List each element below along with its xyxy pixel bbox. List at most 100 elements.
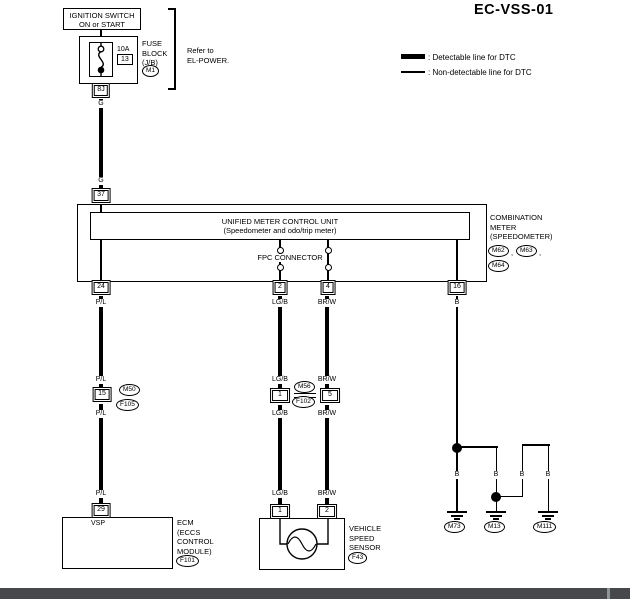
legend-nondetectable-text: : Non-detectable line for DTC <box>428 68 532 77</box>
unit-drop-24 <box>100 240 102 282</box>
ecm-terminal-vsp: VSP <box>91 520 106 527</box>
fpc-circle-1 <box>276 246 284 254</box>
wire-brw-label-3: BR/W <box>316 410 338 418</box>
fuse-icon <box>97 42 105 77</box>
meter-pin-24: 24 <box>91 280 111 295</box>
fuse-block-connector-oval: M1 <box>142 65 160 77</box>
wire-brw-lower <box>325 405 329 506</box>
wire-lgb-label-1: LG/B <box>270 299 290 307</box>
wire-37-to-unit <box>100 204 102 212</box>
junction-link-dash-1 <box>294 393 316 395</box>
junction-m50-oval: M50 <box>119 384 140 396</box>
wire-pl-lower <box>99 404 103 504</box>
wire-lgb-label-2: LG/B <box>270 376 290 384</box>
fuse-block-name-1: FUSE <box>142 39 163 48</box>
ecm-box <box>62 517 173 569</box>
fuse-number-box: 13 <box>117 54 133 65</box>
wire-pl-upper <box>99 296 103 389</box>
combination-meter-name-3: (SPEEDOMETER) <box>490 232 553 241</box>
wire-lgb-lower <box>278 405 282 506</box>
junction-m56-oval: M56 <box>294 381 315 393</box>
meter-connector-oval-3: M64 <box>488 260 509 272</box>
fuse-block-terminal-8j: 8J <box>91 83 111 98</box>
junction-pin-5: 5 <box>320 388 340 403</box>
fpc-connector-label: FPC CONNECTOR <box>256 253 324 262</box>
legend-nondetectable-line-sample <box>401 71 425 73</box>
junction-pin-15: 15 <box>92 387 112 402</box>
page-title: EC-VSS-01 <box>474 2 554 18</box>
ecm-name-4: MODULE) <box>177 546 212 556</box>
bottom-bar-separator <box>607 588 610 599</box>
meter-connector-sep-1: , <box>511 248 514 257</box>
refer-text-1: Refer to <box>187 46 214 55</box>
ground-connector-m73: M73 <box>444 521 465 533</box>
ecm-name-3: CONTROL <box>177 537 214 546</box>
ecm-connector-oval: F101 <box>176 555 199 567</box>
sensor-pin-1: 1 <box>270 504 290 519</box>
speed-sensor-name-2: SPEED <box>349 533 375 543</box>
speed-sensor-name-3: SENSOR <box>349 543 381 552</box>
meter-connector-sep-2: , <box>539 248 542 257</box>
combination-meter-name-2: METER <box>490 222 517 232</box>
fuse-rating: 10A <box>117 46 130 53</box>
ground-connector-m13: M13 <box>484 521 505 533</box>
ignition-switch-label-2: ON or START <box>79 19 125 29</box>
junction-f105-oval: F105 <box>116 399 139 411</box>
meter-pin-16: 16 <box>447 280 467 295</box>
splice-dot-2 <box>491 492 501 502</box>
fpc-circle-2 <box>324 246 332 254</box>
wire-b-main <box>456 296 458 511</box>
wire-lgb-label-4: LG/B <box>270 490 290 498</box>
fpc-circle-3 <box>276 263 284 271</box>
bottom-bar <box>0 588 630 599</box>
unified-meter-control-unit-box: UNIFIED METER CONTROL UNIT (Speedometer … <box>90 212 470 240</box>
ground-connector-m111: M111 <box>533 521 557 533</box>
wire-brw-label-1: BR/W <box>316 299 338 307</box>
unit-label-2: (Speedometer and odo/trip meter) <box>223 226 337 235</box>
unit-drop-4 <box>327 240 329 282</box>
speed-sensor-name-1: VEHICLE <box>349 524 382 533</box>
wire-g-label-1: G <box>96 100 106 108</box>
wire-b-label-1: B <box>453 299 461 307</box>
legend-detectable-text: : Detectable line for DTC <box>428 53 516 62</box>
splice-dot-1 <box>452 443 462 453</box>
meter-connector-oval-1: M62 <box>488 245 509 257</box>
junction-pin-1: 1 <box>270 388 290 403</box>
ignition-switch-box: IGNITION SWITCH ON or START <box>63 8 141 30</box>
unit-drop-16 <box>456 240 458 282</box>
wire-b-label-3: B <box>492 471 500 479</box>
fpc-circle-4 <box>324 263 332 271</box>
junction-f102-oval: F102 <box>292 396 315 408</box>
wire-pl-label-1: P/L <box>94 299 108 307</box>
meter-pin-4: 4 <box>320 280 336 295</box>
ecm-name-2: (ECCS <box>177 527 201 537</box>
refer-text-2: EL-POWER. <box>187 55 230 65</box>
meter-connector-oval-2: M63 <box>516 245 537 257</box>
wire-brw-label-2: BR/W <box>316 376 338 384</box>
wire-lgb-upper <box>278 296 282 390</box>
meter-pin-2: 2 <box>272 280 288 295</box>
wire-ignition-to-fuse <box>100 29 102 36</box>
fuse-block-name-3: (J/B) <box>142 58 158 67</box>
wire-g <box>99 99 103 188</box>
wire-b-branch-v2 <box>521 444 524 497</box>
wire-pl-label-3: P/L <box>94 410 108 418</box>
wire-pl-label-2: P/L <box>94 376 108 384</box>
wire-b-label-2: B <box>453 471 461 479</box>
wire-g-label-2: G <box>96 177 106 185</box>
ecm-name-1: ECM <box>177 518 194 527</box>
ignition-switch-label-1: IGNITION SWITCH <box>69 10 135 20</box>
wire-lgb-label-3: LG/B <box>270 410 290 418</box>
refer-bracket <box>168 8 176 90</box>
unit-label-1: UNIFIED METER CONTROL UNIT <box>221 217 339 226</box>
wire-pl-label-4: P/L <box>94 490 108 498</box>
wire-b-branch-h2 <box>496 495 523 498</box>
wire-brw-upper <box>325 296 329 390</box>
ecm-pin-29: 29 <box>91 503 111 518</box>
sensor-pin-2: 2 <box>317 504 337 519</box>
speed-sensor-icon <box>279 518 329 560</box>
wire-b-branch-h1 <box>457 446 498 448</box>
wire-brw-label-4: BR/W <box>316 490 338 498</box>
meter-pin-37: 37 <box>91 188 111 203</box>
fuse-block-name-2: BLOCK <box>142 48 168 58</box>
